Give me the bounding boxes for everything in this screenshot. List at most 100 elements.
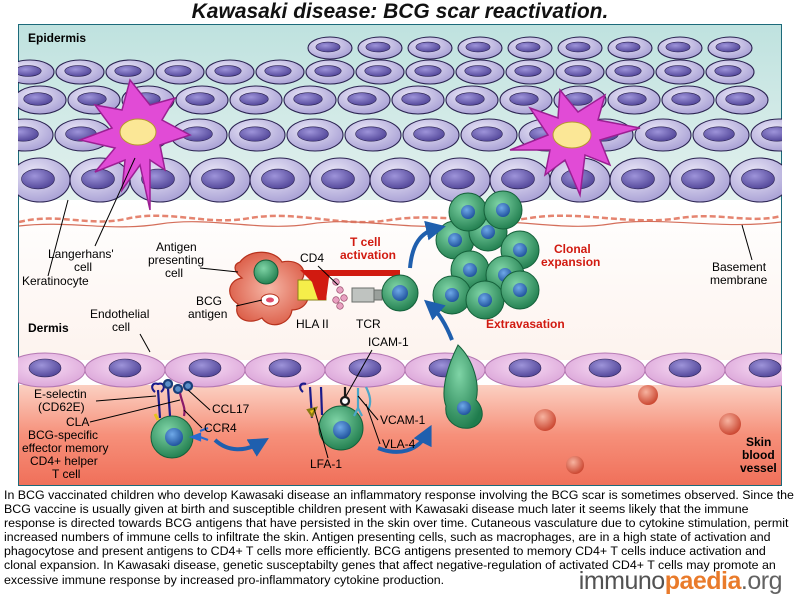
keratinocyte-cell: [18, 118, 54, 152]
keratinocyte-cell: [750, 118, 782, 152]
keratinocyte-cell: [337, 85, 391, 115]
logo-part-2: paedia: [664, 567, 742, 595]
endothelial-cell: [84, 352, 166, 388]
endothelial-cell: [724, 352, 782, 388]
keratinocyte-cell: [155, 59, 205, 85]
clonal-expansion-cluster: [432, 190, 540, 320]
label-keratinocyte: Keratinocyte: [22, 274, 89, 288]
arrow-rolling: [213, 437, 269, 457]
keratinocyte-cell: [729, 157, 782, 203]
label-basement-2: membrane: [710, 273, 768, 287]
keratinocyte-cell: [283, 85, 337, 115]
keratinocyte-cell: [307, 36, 353, 60]
label-basement-1: Basement: [712, 260, 767, 274]
label-cd4: CD4: [300, 251, 324, 265]
keratinocyte-cell: [715, 85, 769, 115]
keratinocyte-cell: [355, 59, 405, 85]
langerhans-cell-right: [509, 88, 641, 198]
endothelial-cell: [244, 352, 326, 388]
caption-text: In BCG vaccinated children who develop K…: [4, 488, 794, 587]
keratinocyte-cell: [445, 85, 499, 115]
keratinocyte-cell: [634, 118, 692, 152]
logo-part-1: immuno: [578, 567, 665, 595]
keratinocyte-cell: [607, 85, 661, 115]
label-langerhans-2: cell: [74, 260, 92, 274]
keratinocyte-cell: [69, 157, 131, 203]
label-bcg-specific-2: effector memory: [22, 441, 108, 455]
keratinocyte-cell: [18, 157, 71, 203]
kawasaki-diagram: Epidermis Langerhans' cell Keratinocyte …: [18, 24, 782, 486]
label-ccl17: CCL17: [212, 402, 250, 416]
clone-t-cell: [483, 190, 523, 230]
label-epidermis: Epidermis: [28, 31, 86, 45]
endothelial-cell: [644, 352, 726, 388]
label-lfa-1: LFA-1: [310, 457, 342, 471]
label-cla: CLA: [66, 415, 89, 429]
label-skin-vessel-2: blood: [742, 448, 775, 462]
logo-part-3: .org: [740, 567, 783, 595]
keratinocyte-cell: [391, 85, 445, 115]
keratinocyte-cell: [205, 59, 255, 85]
adhesion-molecules: [151, 378, 372, 442]
keratinocyte-cell: [460, 118, 518, 152]
hla-tcr-complex: [297, 270, 400, 310]
label-extravasation: Extravasation: [486, 317, 565, 331]
keratinocyte-cell: [170, 118, 228, 152]
red-blood-cell: [534, 409, 556, 431]
label-clonal-2: expansion: [541, 255, 600, 269]
label-vcam-1: VCAM-1: [380, 413, 426, 427]
keratinocyte-cell: [105, 59, 155, 85]
keratinocyte-cell: [607, 36, 653, 60]
label-skin-vessel-1: Skin: [746, 435, 771, 449]
keratinocyte-cell: [707, 36, 753, 60]
label-langerhans-1: Langerhans': [48, 247, 114, 261]
red-blood-cell: [719, 413, 741, 435]
keratinocyte-cell: [255, 59, 305, 85]
endothelial-cell: [324, 352, 406, 388]
label-ccr4: CCR4: [204, 421, 237, 435]
label-bcg-specific-4: T cell: [52, 467, 80, 481]
endothelial-cell: [484, 352, 566, 388]
extravasating-t-cell: [443, 344, 483, 429]
keratinocyte-cell: [228, 118, 286, 152]
label-bcg-specific-3: CD4+ helper: [30, 454, 98, 468]
red-blood-cell: [566, 456, 584, 474]
keratinocyte-cell: [286, 118, 344, 152]
endothelial-cell: [18, 352, 86, 388]
label-apc-3: cell: [165, 266, 183, 280]
keratinocyte-cell: [455, 59, 505, 85]
keratinocyte-cell: [557, 36, 603, 60]
keratinocyte-cell: [555, 59, 605, 85]
blood-vessel: [19, 385, 781, 485]
label-e-selectin-2: (CD62E): [38, 400, 85, 414]
keratinocyte-cell: [369, 157, 431, 203]
page-title: Kawasaki disease: BCG scar reactivation.: [191, 0, 609, 23]
label-tcell-activation-2: activation: [340, 248, 396, 262]
keratinocyte-cell: [655, 59, 705, 85]
keratinocyte-cell: [18, 85, 67, 115]
keratinocyte-cell: [189, 157, 251, 203]
endothelial-cell: [564, 352, 646, 388]
keratinocyte-cell: [18, 59, 55, 85]
keratinocyte-cell: [402, 118, 460, 152]
clone-t-cell: [432, 275, 472, 315]
label-icam-1: ICAM-1: [368, 335, 409, 349]
label-e-selectin-1: E-selectin: [34, 387, 87, 401]
keratinocyte-cell: [357, 36, 403, 60]
label-apc-1: Antigen: [156, 240, 197, 254]
label-endothelial-2: cell: [112, 320, 130, 334]
keratinocyte-cell: [605, 59, 655, 85]
basement-membrane: [18, 214, 782, 224]
adhering-t-cell: [318, 405, 364, 451]
antigen-presenting-cell: [229, 251, 309, 326]
label-apc-2: presenting: [148, 253, 204, 267]
keratinocyte-cell: [507, 36, 553, 60]
arrow-adhesion: [377, 424, 432, 454]
keratinocyte-cell: [692, 118, 750, 152]
endothelial-cell: [164, 352, 246, 388]
keratinocyte-cell: [661, 85, 715, 115]
label-bcg-antigen-2: antigen: [188, 307, 227, 321]
red-blood-cell: [638, 385, 658, 405]
keratinocyte-cell: [175, 85, 229, 115]
label-tcr: TCR: [356, 317, 381, 331]
